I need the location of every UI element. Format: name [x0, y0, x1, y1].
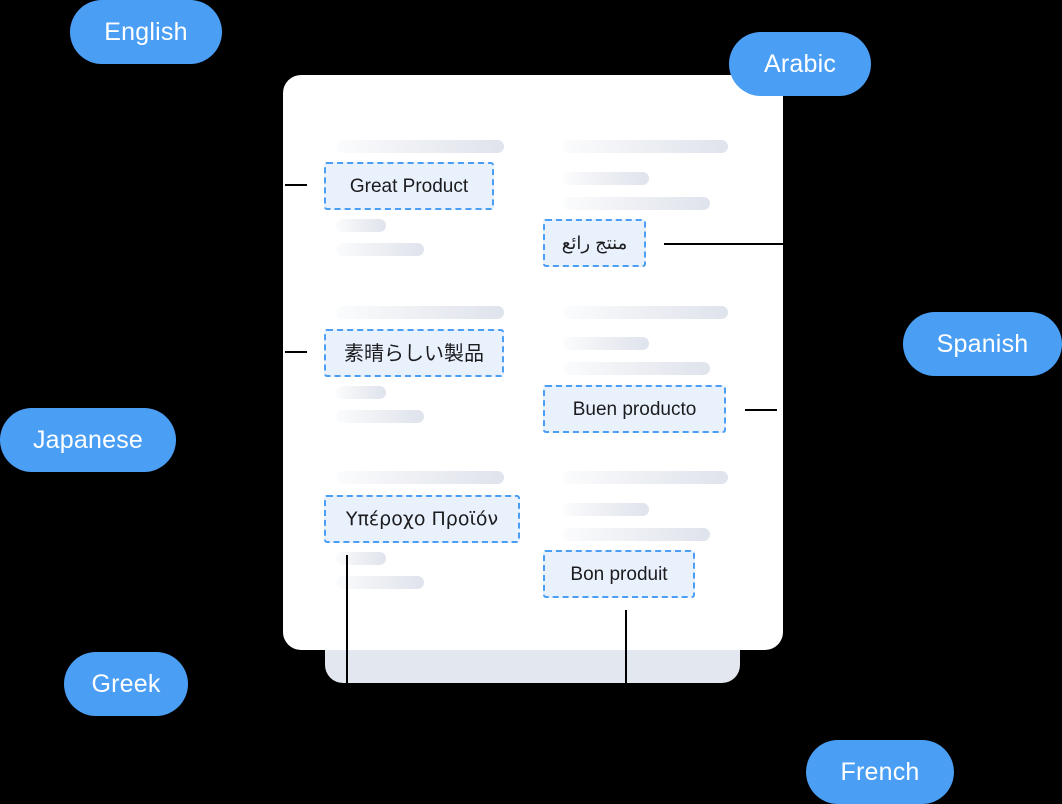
- connector-line-english: [285, 184, 307, 186]
- connector-line-arabic: [664, 243, 784, 245]
- skeleton-text-bar: [336, 471, 504, 484]
- skeleton-text-bar: [336, 410, 424, 423]
- skeleton-text-bar: [336, 552, 386, 565]
- translation-chip-japanese[interactable]: 素晴らしい製品: [324, 329, 504, 377]
- translation-chip-greek[interactable]: Υπέροχο Προϊόν: [324, 495, 520, 543]
- connector-line-greek: [346, 555, 348, 690]
- language-pill-arabic[interactable]: Arabic: [729, 32, 871, 96]
- language-pill-japanese[interactable]: Japanese: [0, 408, 176, 472]
- skeleton-text-bar: [563, 528, 710, 541]
- skeleton-text-bar: [563, 337, 649, 350]
- language-pill-english[interactable]: English: [70, 0, 222, 64]
- connector-line-japanese: [285, 351, 307, 353]
- skeleton-text-bar: [563, 503, 649, 516]
- skeleton-text-bar: [563, 140, 728, 153]
- skeleton-text-bar: [336, 306, 504, 319]
- skeleton-text-bar: [336, 576, 424, 589]
- translation-chip-french[interactable]: Bon produit: [543, 550, 695, 598]
- skeleton-text-bar: [336, 243, 424, 256]
- translation-chip-spanish[interactable]: Buen producto: [543, 385, 726, 433]
- skeleton-text-bar: [563, 306, 728, 319]
- skeleton-text-bar: [563, 197, 710, 210]
- language-pill-spanish[interactable]: Spanish: [903, 312, 1062, 376]
- skeleton-text-bar: [336, 140, 504, 153]
- skeleton-text-bar: [336, 386, 386, 399]
- skeleton-text-bar: [563, 471, 728, 484]
- skeleton-text-bar: [563, 172, 649, 185]
- language-pill-greek[interactable]: Greek: [64, 652, 188, 716]
- skeleton-text-bar: [336, 219, 386, 232]
- skeleton-text-bar: [563, 362, 710, 375]
- translation-chip-arabic[interactable]: منتج رائع: [543, 219, 646, 267]
- connector-line-spanish: [745, 409, 777, 411]
- translation-chip-english[interactable]: Great Product: [324, 162, 494, 210]
- language-pill-french[interactable]: French: [806, 740, 954, 804]
- connector-line-french: [625, 610, 627, 690]
